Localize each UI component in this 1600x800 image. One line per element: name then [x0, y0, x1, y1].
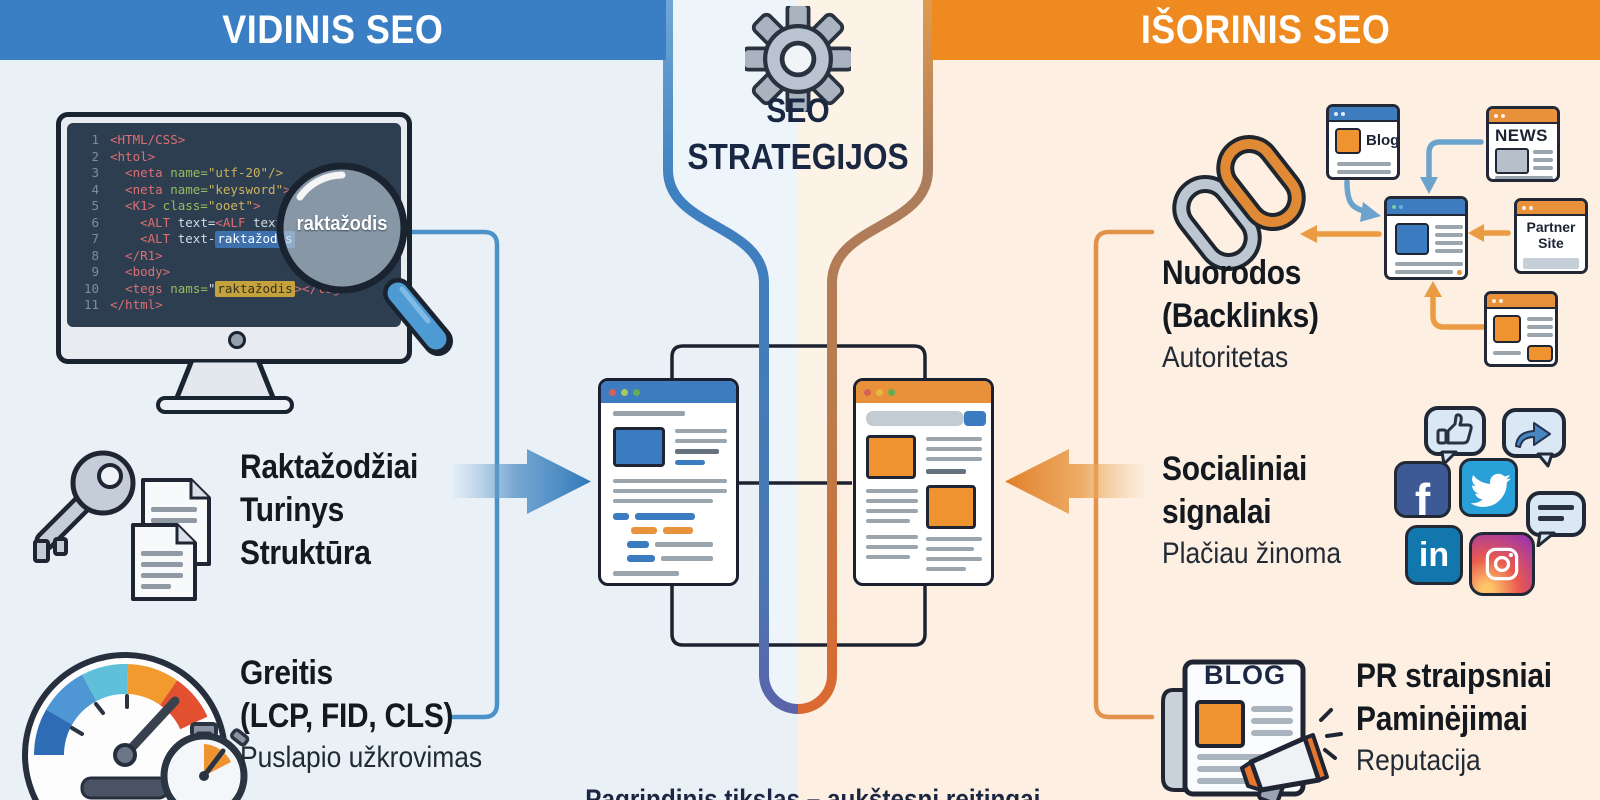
backlinks-line-2: (Backlinks): [1162, 297, 1319, 335]
mini-window-partner: Partner Site: [1514, 198, 1588, 274]
megaphone-icon: [1240, 708, 1343, 800]
pr-line-3: Reputacija: [1356, 744, 1481, 777]
documents-icon: [131, 478, 211, 601]
funnel-left-border: [663, 0, 799, 714]
speed-line-2: (LCP, FID, CLS): [240, 697, 454, 735]
right-header-label: IŠORINIS SEO: [1141, 7, 1391, 52]
stopwatch-icon: [160, 722, 250, 800]
mini-window-blog: Blog: [1326, 104, 1400, 180]
chat-bubble-icon: [1526, 491, 1586, 547]
mini-window-site: [1484, 291, 1558, 367]
pr-line-1: PR straipsniai: [1356, 657, 1552, 695]
blue-arrow: [452, 449, 591, 514]
code-lines: 1<HTML/CSS>2<htol>3 <neta name="utf-20"/…: [83, 132, 355, 312]
facebook-label: f: [1414, 474, 1431, 518]
funnel-right-border: [797, 0, 933, 714]
mini-window-center: [1384, 196, 1468, 280]
browser-window-left: [598, 378, 739, 586]
facebook-icon: f: [1394, 461, 1451, 518]
speedometer-needle: [120, 696, 180, 760]
keywords-line-2: Turinys: [240, 491, 345, 529]
bottom-caption-clipped: Pagrindinis tikslas – aukštesni reitinga…: [585, 784, 1040, 800]
browser-left-titlebar: [601, 381, 736, 403]
blog-icon-label: BLOG: [1204, 660, 1286, 690]
newspaper-icon: [1161, 659, 1343, 800]
speed-line-1: Greitis: [240, 654, 333, 692]
monitor-camera-dot: [228, 331, 246, 349]
chain-link-icon: [1172, 135, 1306, 271]
left-header-label: VIDINIS SEO: [222, 7, 444, 52]
backlinks-text-block: Nuorodos (Backlinks) Autoritetas: [1162, 252, 1340, 378]
key-documents-icon: [33, 450, 211, 601]
twitter-icon: [1459, 458, 1518, 517]
backlinks-line-1: Nuorodos: [1162, 254, 1302, 292]
magnifier-label: raktažodis: [296, 213, 388, 235]
monitor-stand: [156, 360, 294, 414]
speedometer-icon: [22, 652, 250, 800]
news-window-label: NEWS: [1495, 126, 1548, 145]
left-section-header: VIDINIS SEO: [0, 0, 666, 60]
thumbs-up-icon: [1424, 406, 1486, 466]
social-line-2: signalai: [1162, 493, 1272, 531]
speed-text-block: Greitis (LCP, FID, CLS) Puslapio užkrovi…: [240, 652, 515, 778]
keywords-line-1: Raktažodžiai: [240, 448, 419, 486]
orange-arrow: [1005, 449, 1144, 514]
social-text-block: Socialiniai signalai Plačiau žinoma: [1162, 448, 1365, 574]
mini-window-news: NEWS: [1486, 106, 1560, 182]
partner-window-label: Partner Site: [1526, 219, 1576, 251]
browser-right-titlebar: [856, 381, 991, 403]
instagram-icon: [1469, 532, 1535, 596]
key-icon: [33, 450, 136, 563]
center-title-line2: STRATEGIJOS: [687, 136, 909, 177]
backlinks-line-3: Autoritetas: [1162, 341, 1289, 374]
browser-window-right: [853, 378, 994, 586]
share-icon: [1502, 408, 1566, 468]
social-line-3: Plačiau žinoma: [1162, 537, 1342, 570]
pr-line-2: Paminėjimai: [1356, 700, 1528, 738]
linkedin-icon: in: [1405, 525, 1463, 585]
center-title-line1: SEO: [766, 92, 830, 130]
magnifier-icon: [276, 162, 453, 356]
backlink-arrows: [1300, 139, 1511, 330]
keywords-line-3: Struktūra: [240, 534, 371, 572]
pr-text-block: PR straipsniai Paminėjimai Reputacija: [1356, 655, 1579, 781]
blog-window-label: Blog: [1366, 132, 1400, 149]
keywords-text-block: Raktažodžiai Turinys Struktūra: [240, 446, 442, 575]
linkedin-label: in: [1418, 535, 1450, 574]
speed-line-3: Puslapio užkrovimas: [240, 741, 483, 774]
browser-right-content-placeholder: [856, 403, 991, 583]
social-line-1: Socialiniai: [1162, 450, 1308, 488]
right-section-header: IŠORINIS SEO: [932, 0, 1600, 60]
gear-icon: [745, 6, 851, 112]
browser-left-content-placeholder: [601, 403, 736, 583]
